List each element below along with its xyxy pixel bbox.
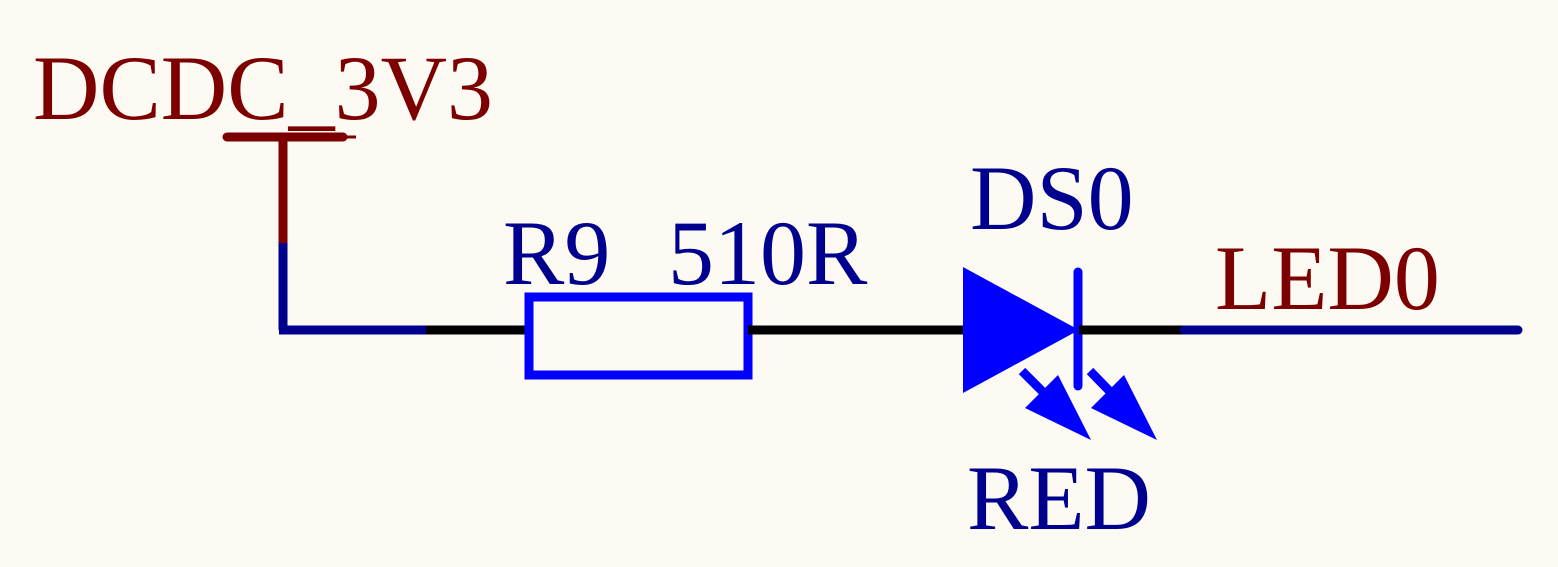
- wire-power-to-resistor[interactable]: [278, 243, 530, 335]
- led-value: RED: [967, 447, 1151, 549]
- led-designator: DS0: [970, 147, 1134, 249]
- net-label-led0: LED0: [1215, 227, 1440, 329]
- resistor-value: 510R: [668, 202, 868, 304]
- power-port-label: DCDC_3V3: [33, 37, 494, 139]
- power-port-symbol[interactable]: [222, 132, 356, 243]
- resistor-r9-symbol[interactable]: [524, 292, 753, 380]
- resistor-designator: R9: [503, 202, 611, 304]
- led-ds0-symbol[interactable]: [963, 267, 1157, 440]
